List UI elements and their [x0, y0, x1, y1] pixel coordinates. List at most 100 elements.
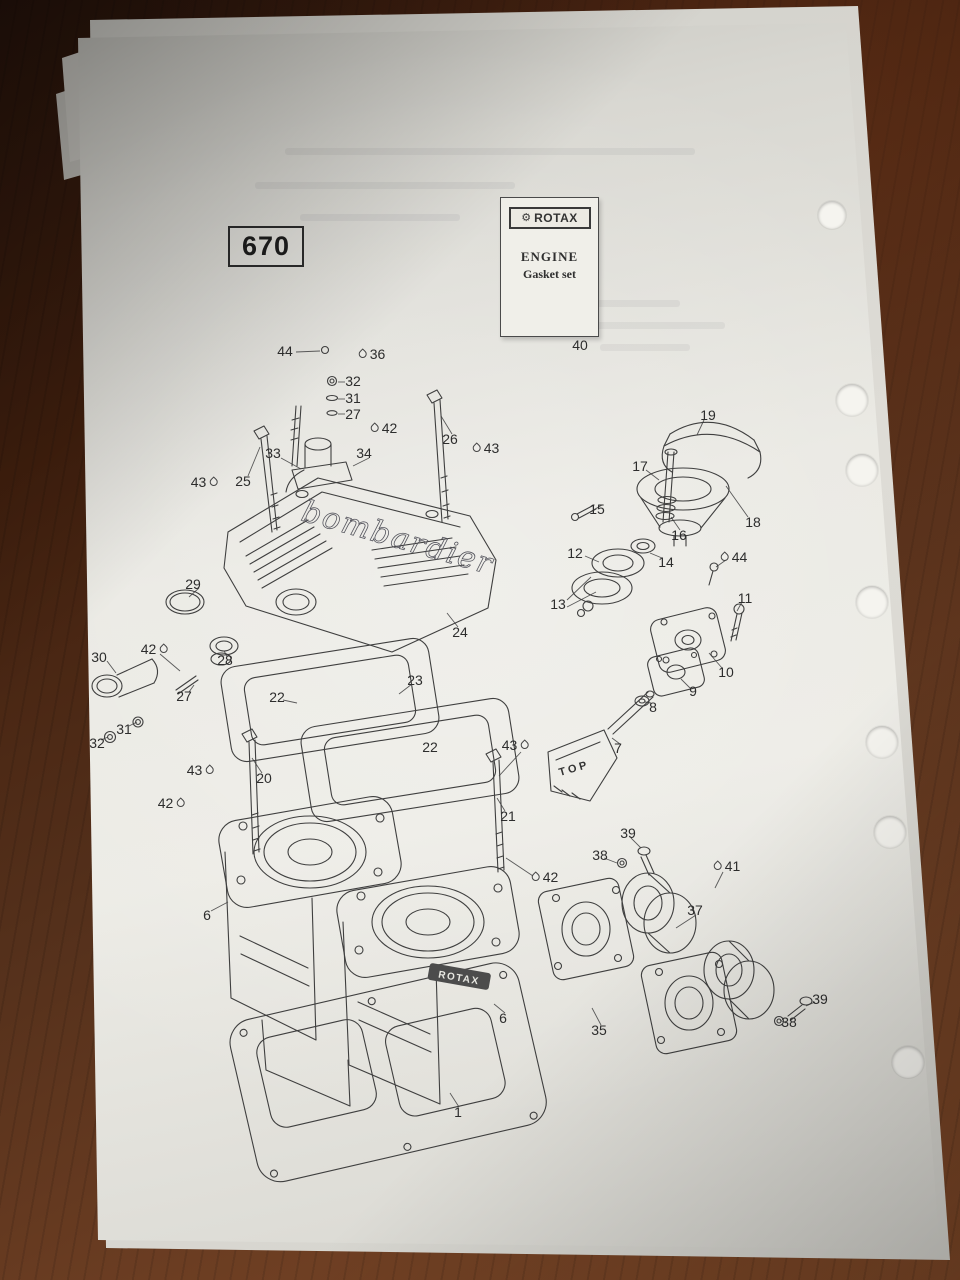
part-number-label: 19: [700, 407, 716, 423]
part-number-label: 43: [483, 440, 500, 456]
gear-icon: ⚙: [521, 211, 532, 224]
part-number-label: 40: [572, 337, 588, 353]
part-number-label: 20: [256, 770, 272, 786]
bleed-through-line: [560, 300, 680, 307]
punch-hole: [866, 726, 898, 758]
part-callout-43: 43: [186, 762, 215, 778]
punch-hole: [874, 816, 906, 848]
part-callout-44: 44: [719, 550, 747, 564]
part-callout-38: 38: [781, 1015, 797, 1029]
part-callout-32: 32: [345, 374, 361, 388]
part-number-label: 35: [591, 1022, 607, 1038]
part-number-label: 36: [369, 346, 386, 362]
part-callout-34: 34: [356, 446, 372, 460]
part-number-label: 14: [658, 554, 674, 570]
part-callout-15: 15: [589, 502, 605, 516]
part-callout-10: 10: [718, 665, 734, 679]
part-callout-40: 40: [572, 338, 588, 352]
part-callout-42: 42: [140, 641, 169, 657]
lubricant-drop-icon: [174, 797, 186, 809]
part-number-label: 16: [671, 527, 687, 543]
part-number-label: 6: [203, 907, 211, 923]
part-callout-31: 31: [345, 391, 361, 405]
part-number-label: 18: [745, 514, 761, 530]
lubricant-drop-icon: [712, 860, 724, 872]
script-marking: bombardier: [298, 494, 498, 582]
part-callout-35: 35: [591, 1023, 607, 1037]
part-callout-32: 32: [89, 736, 105, 750]
part-callout-6: 6: [499, 1011, 507, 1025]
part-number-label: 10: [718, 664, 734, 680]
part-number-label: 17: [632, 458, 648, 474]
part-callout-44: 44: [277, 344, 293, 358]
part-callout-13: 13: [550, 597, 566, 611]
part-callout-23: 23: [407, 673, 423, 687]
lubricant-drop-icon: [518, 739, 530, 751]
part-number-label: 43: [501, 737, 518, 753]
part-number-label: 38: [781, 1014, 797, 1030]
lubricant-drop-icon: [357, 348, 369, 360]
part-callout-7: 7: [614, 741, 622, 755]
part-number-label: 31: [345, 390, 361, 406]
block-brand-plate: ROTAX: [427, 963, 491, 990]
part-linework: [91, 345, 813, 1183]
lubricant-drop-icon: [530, 871, 542, 883]
part-number-label: 22: [422, 739, 438, 755]
bleed-through-line: [300, 214, 460, 221]
part-number-label: 7: [614, 740, 622, 756]
part-number-label: 29: [185, 576, 201, 592]
bleed-through-line: [600, 344, 690, 351]
part-callout-39: 39: [812, 992, 828, 1006]
part-number-label: 9: [689, 683, 697, 699]
part-callout-21: 21: [500, 809, 516, 823]
card-title-line1: ENGINE: [520, 249, 579, 264]
part-callout-38: 38: [592, 848, 608, 862]
part-number-label: 42: [381, 420, 398, 436]
lubricant-drop-icon: [719, 551, 731, 563]
part-number-label: 43: [186, 762, 203, 778]
part-callout-37: 37: [687, 903, 703, 917]
part-number-label: 39: [812, 991, 828, 1007]
part-callout-6: 6: [203, 908, 211, 922]
part-callout-17: 17: [632, 459, 648, 473]
part-number-label: 8: [649, 699, 657, 715]
part-number-label: 30: [91, 649, 107, 665]
part-number-label: 22: [269, 689, 285, 705]
rotax-brand-label: ROTAX: [534, 211, 578, 225]
part-callout-41: 41: [712, 859, 740, 873]
part-callout-43: 43: [190, 474, 219, 490]
card-title: ENGINE Gasket set: [501, 249, 598, 282]
part-number-label: 39: [620, 825, 636, 841]
part-number-label: 27: [345, 406, 361, 422]
part-callout-19: 19: [700, 408, 716, 422]
part-callout-36: 36: [357, 346, 386, 362]
part-callout-20: 20: [256, 771, 272, 785]
part-callout-28: 28: [217, 653, 233, 667]
part-number-label: 28: [217, 652, 233, 668]
part-number-label: 43: [190, 474, 207, 490]
part-callout-24: 24: [452, 625, 468, 639]
part-number-label: 24: [452, 624, 468, 640]
rotax-logo: ⚙ ROTAX: [508, 207, 591, 229]
part-callout-33: 33: [265, 446, 281, 460]
part-callout-22: 22: [422, 740, 438, 754]
part-number-label: 31: [116, 721, 132, 737]
part-callout-16: 16: [671, 528, 687, 542]
part-number-label: 32: [345, 373, 361, 389]
part-callout-14: 14: [658, 555, 674, 569]
lubricant-drop-icon: [369, 422, 381, 434]
part-number-label: 27: [176, 688, 192, 704]
part-number-label: 42: [140, 641, 157, 657]
part-callout-12: 12: [567, 546, 583, 560]
part-callout-29: 29: [185, 577, 201, 591]
part-callout-18: 18: [745, 515, 761, 529]
part-number-label: 42: [157, 795, 174, 811]
part-callout-27: 27: [176, 689, 192, 703]
lubricant-drop-icon: [157, 643, 169, 655]
part-number-label: 37: [687, 902, 703, 918]
part-number-label: 15: [589, 501, 605, 517]
part-callout-31: 31: [116, 722, 132, 736]
